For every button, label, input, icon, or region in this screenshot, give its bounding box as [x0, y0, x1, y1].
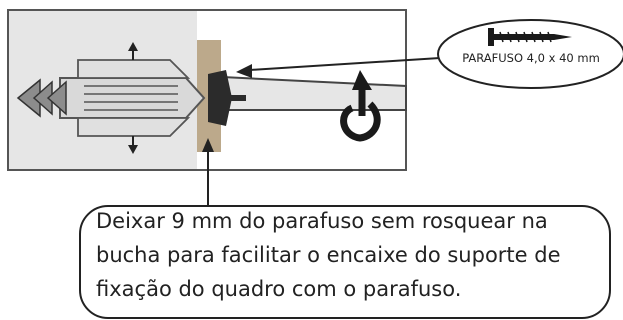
note-box [79, 205, 611, 319]
label-pointer-arrow [236, 57, 441, 78]
expand-down-arrow [128, 136, 138, 154]
screw-label-bubble [437, 19, 623, 89]
screw-icon [488, 28, 572, 46]
wall-anchor [59, 59, 206, 137]
note-line: bucha para facilitar o encaixe do suport… [96, 243, 561, 267]
screw-label: PARAFUSO 4,0 x 40 mm [462, 51, 600, 65]
screw-tip [16, 78, 67, 118]
expand-up-arrow [128, 42, 138, 60]
screw-head [208, 70, 246, 126]
rotate-arrow-icon [340, 70, 381, 142]
note-line: fixação do quadro com o parafuso. [96, 277, 462, 301]
instruction-note: Deixar 9 mm do parafuso sem rosquear na … [96, 204, 616, 306]
note-line: Deixar 9 mm do parafuso sem rosquear na [96, 209, 548, 233]
note-pointer-arrow [202, 138, 214, 208]
